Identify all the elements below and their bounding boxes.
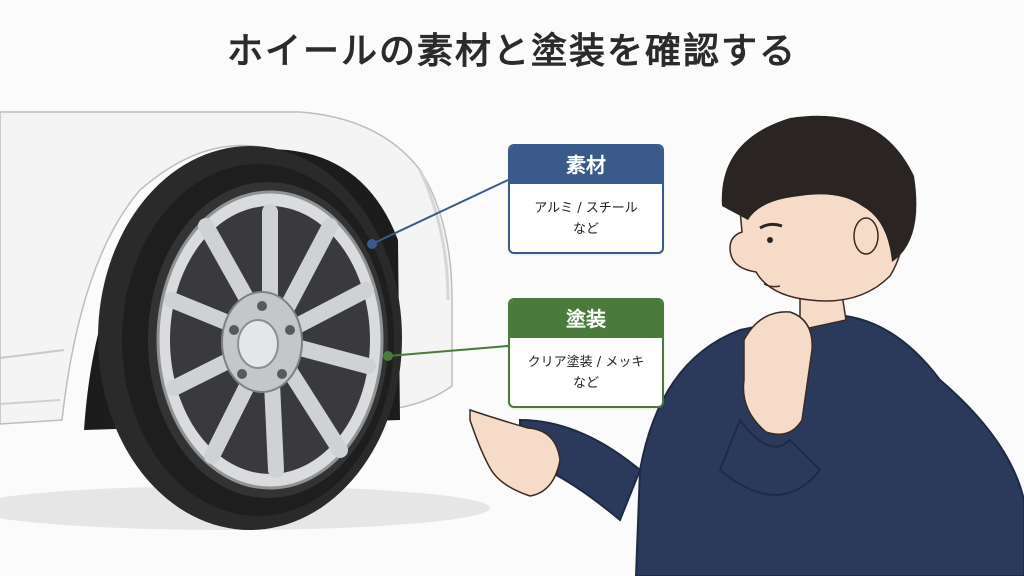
alloy-wheel — [156, 190, 384, 490]
coating-card-line2: など — [572, 376, 599, 391]
page-title: ホイールの素材と塗装を確認する — [226, 31, 797, 72]
material-card-line1: アルミ / スチール — [534, 201, 638, 216]
coating-card-line1: クリア塗装 / メッキ — [527, 355, 645, 370]
leader-line-material — [367, 179, 509, 249]
material-card-line2: など — [572, 222, 599, 237]
leader-line-coating — [383, 345, 509, 361]
material-card-heading: 素材 — [510, 146, 662, 184]
material-card-body: アルミ / スチール など — [510, 184, 662, 252]
coating-card-heading: 塗装 — [510, 300, 662, 338]
coating-card: 塗装 クリア塗装 / メッキ など — [508, 298, 664, 408]
material-card: 素材 アルミ / スチール など — [508, 144, 664, 254]
coating-card-body: クリア塗装 / メッキ など — [510, 338, 662, 406]
person — [469, 115, 1024, 576]
